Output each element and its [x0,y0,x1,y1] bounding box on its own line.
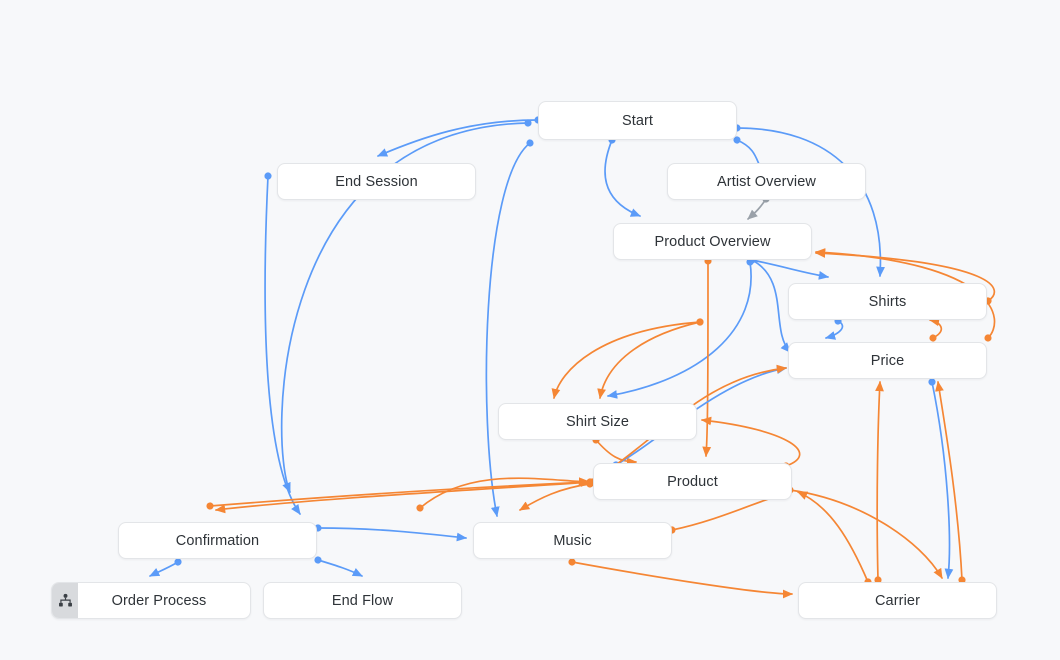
edge-shirt-size-to-product[interactable] [592,436,638,467]
node-label: Product Overview [654,233,771,250]
edge-shirts-to-price[interactable] [825,317,844,340]
node-carrier[interactable]: Carrier [798,582,997,619]
edge-price-to-shirts[interactable] [928,317,943,342]
node-start[interactable]: Start [538,101,737,140]
edge-product-to-music[interactable] [519,480,594,511]
edge-carrier-to-product[interactable] [797,491,872,586]
edge-confirmation-to-product[interactable] [206,477,592,510]
node-label: Confirmation [175,532,260,549]
node-shirts[interactable]: Shirts [788,283,987,320]
edge-product-overview-to-shirts[interactable] [748,256,830,280]
node-confirmation[interactable]: Confirmation [118,522,317,559]
edge-product-to-carrier[interactable] [786,486,943,579]
node-music[interactable]: Music [473,522,672,559]
edge-product-to-shirt-size[interactable] [700,416,801,470]
edge-product-overview-to-shirt-size[interactable] [606,258,754,399]
edge-music-to-product[interactable] [416,477,590,512]
node-product-overview[interactable]: Product Overview [613,223,812,260]
edge-confirmation-to-end-flow[interactable] [314,556,363,577]
node-label: Order Process [111,592,207,609]
hierarchy-icon [52,583,78,618]
edge-product-to-confirmation[interactable] [214,478,596,514]
node-shirt-size[interactable]: Shirt Size [498,403,697,440]
edge-artist-overview-to-product-overview[interactable] [747,195,770,220]
edge-start-to-music[interactable] [485,139,534,518]
node-label: End Session [335,173,418,190]
node-label: Product [667,473,718,490]
edge-confirmation-to-order-process[interactable] [149,558,182,577]
node-end-session[interactable]: End Session [277,163,476,200]
node-price[interactable]: Price [788,342,987,379]
node-label: Artist Overview [717,173,816,190]
edge-end-session-to-confirmation[interactable] [264,172,301,515]
node-label: End Flow [331,592,394,609]
edge-price-to-shirt-size[interactable] [551,318,704,399]
node-end-flow[interactable]: End Flow [263,582,462,619]
edge-carrier-to-price[interactable] [874,380,884,584]
edge-start-to-end-session[interactable] [377,116,542,157]
edge-start-to-product-overview[interactable] [604,136,641,217]
edge-price-to-carrier[interactable] [928,378,954,580]
node-order-process[interactable]: Order Process [51,582,251,619]
edge-product-overview-to-product[interactable] [702,257,712,458]
edge-confirmation-to-music[interactable] [314,524,468,542]
edge-music-to-carrier[interactable] [568,558,794,599]
node-label: Carrier [874,592,920,609]
edge-product-overview-to-price[interactable] [748,256,791,353]
node-label: Music [553,532,592,549]
edge-carrier-to-price[interactable] [935,380,966,584]
node-label: Price [870,352,905,369]
edge-shirts-to-shirt-size[interactable] [597,318,704,400]
node-label: Shirt Size [565,413,630,430]
node-label: Start [621,112,654,129]
node-product[interactable]: Product [593,463,792,500]
node-label: Shirts [868,293,907,310]
node-artist-overview[interactable]: Artist Overview [667,163,866,200]
